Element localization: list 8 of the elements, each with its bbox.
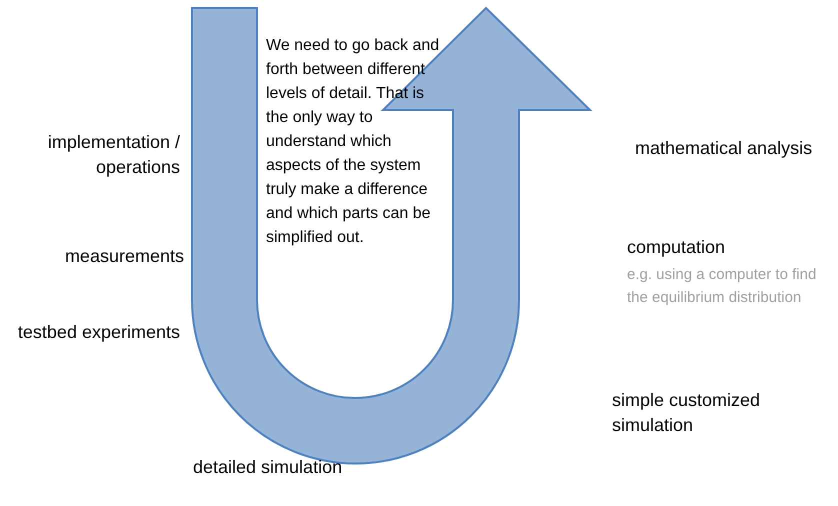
example-note: e.g. using a computer to find the equilibrium distribution bbox=[627, 265, 818, 308]
stage-label: implementation / operations bbox=[46, 131, 180, 179]
stage-label: computation bbox=[627, 236, 726, 259]
stage-label: detailed simulation bbox=[193, 456, 344, 479]
stage-label: mathematical analysis bbox=[635, 137, 814, 160]
stage-label: measurements bbox=[64, 245, 184, 268]
stage-label: testbed experiments bbox=[16, 321, 180, 344]
stage-label: simple customized simulation bbox=[612, 389, 762, 437]
